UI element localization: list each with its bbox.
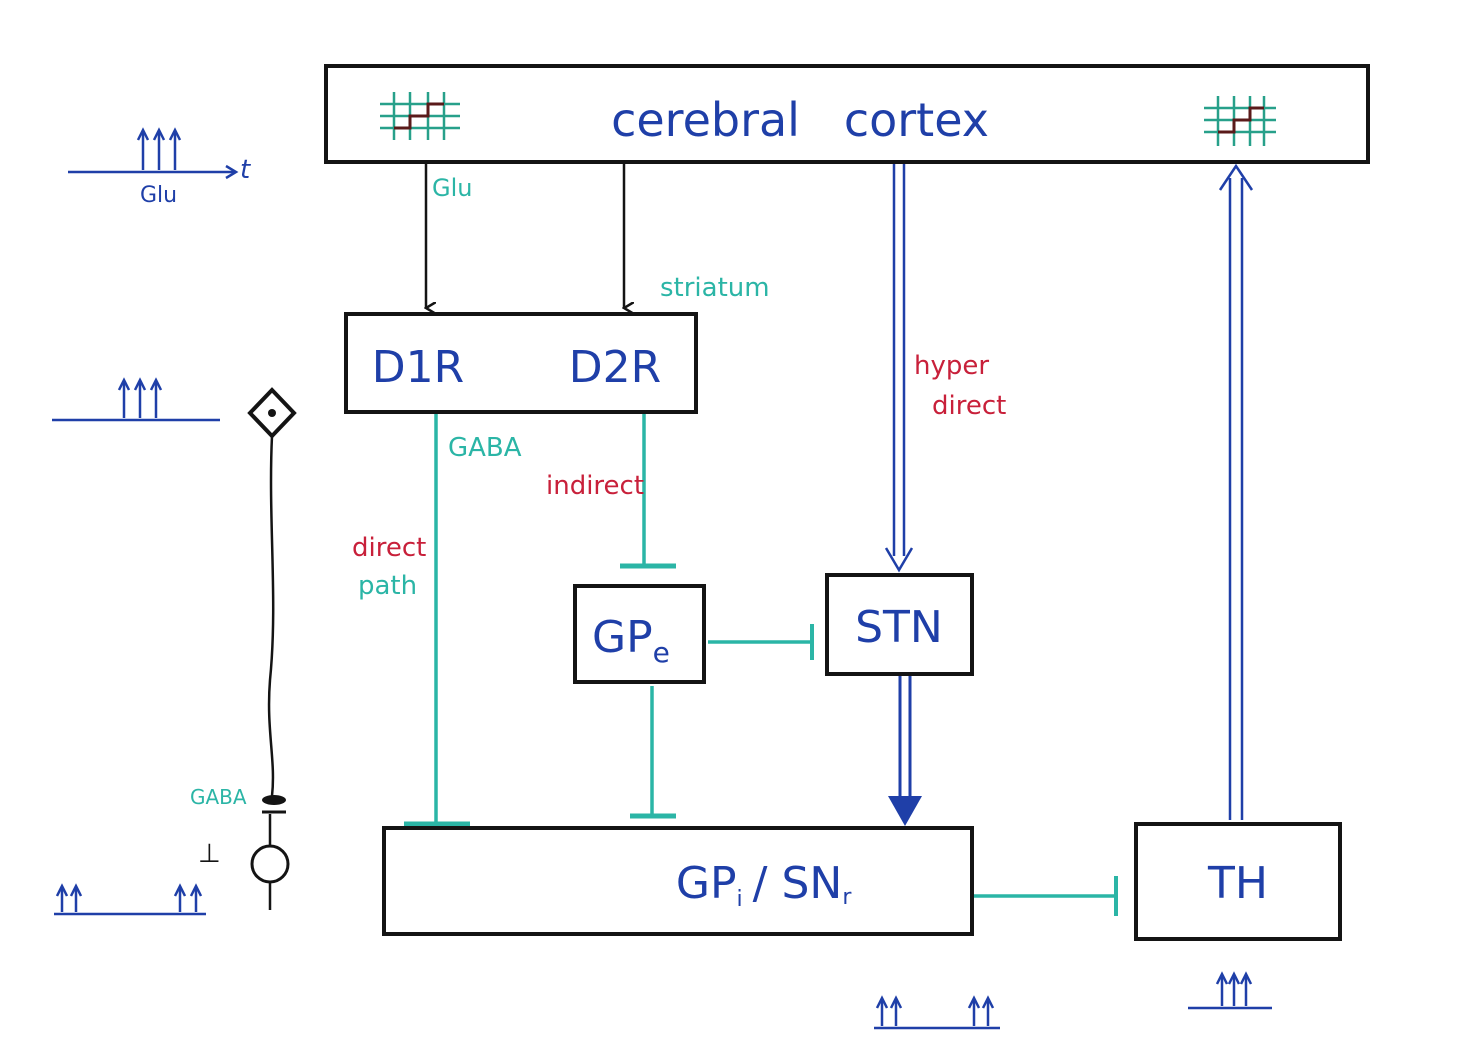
- gpi-snr-node: GPi / SNr: [382, 826, 974, 936]
- th-label: TH: [1207, 858, 1268, 909]
- time-axis-label: t: [240, 155, 251, 185]
- glu-spikes-label: Glu: [140, 183, 177, 208]
- striatum-node: D1R D2R: [344, 312, 698, 414]
- th-box: [1134, 822, 1342, 941]
- hyper-label: hyper: [914, 351, 989, 381]
- indirect-label: indirect: [546, 471, 644, 501]
- gpi-sub: i: [737, 887, 743, 912]
- striatum-label: striatum: [660, 273, 770, 303]
- glu-arrow-label: Glu: [432, 174, 472, 202]
- spike-train-glu: [68, 127, 239, 180]
- cortex-grid-right-icon: [1204, 96, 1276, 146]
- synapse-terminal-icon: [262, 795, 286, 805]
- spike-train-th: [1188, 971, 1272, 1010]
- target-neuron-icon: [250, 844, 290, 884]
- cortex-grid-left-icon: [380, 92, 460, 140]
- neuron-schematic: [247, 387, 297, 910]
- d2r-label: D2R: [569, 342, 661, 393]
- neuron-axon: [267, 435, 275, 797]
- hyper-direct-label: direct: [932, 391, 1006, 421]
- cortex-box: [324, 64, 1370, 164]
- snr-main: / SN: [753, 858, 843, 909]
- spike-train-striatum: [52, 377, 220, 422]
- gpi-snr-box: [382, 826, 974, 936]
- th-cortex-arrow: [1218, 163, 1254, 820]
- d1r-label: D1R: [372, 342, 464, 393]
- hyperdirect-arrow: [884, 164, 914, 573]
- gpe-main: GP: [592, 612, 653, 663]
- gpi-main: GP: [676, 858, 737, 909]
- snr-sub: r: [842, 885, 852, 910]
- gpe-sub: e: [653, 636, 670, 669]
- spike-train-stn: [874, 995, 1000, 1030]
- inhibit-symbol: ⊥: [198, 839, 221, 869]
- th-node: TH: [1134, 822, 1342, 941]
- gpi-snr-label: GPi / SNr: [578, 858, 921, 915]
- gaba-label: GABA: [448, 433, 522, 463]
- path-label: path: [358, 571, 417, 601]
- gaba-synapse-label: GABA: [190, 785, 247, 809]
- gpe-node: GPe: [573, 584, 706, 684]
- spike-train-gpi: [54, 883, 206, 916]
- cortex-label: cerebral cortex: [611, 93, 989, 147]
- direct-label: direct: [352, 533, 426, 563]
- gpe-box: [573, 584, 706, 684]
- stn-gpi-arrow: [888, 676, 922, 826]
- cortex-node: cerebral cortex: [324, 64, 1370, 164]
- stn-label: STN: [855, 602, 943, 653]
- stn-node: STN: [825, 573, 974, 676]
- stn-box: [825, 573, 974, 676]
- neuron-nucleus-icon: [268, 409, 276, 417]
- gpe-label: GPe: [592, 612, 670, 669]
- striatum-box: [344, 312, 698, 414]
